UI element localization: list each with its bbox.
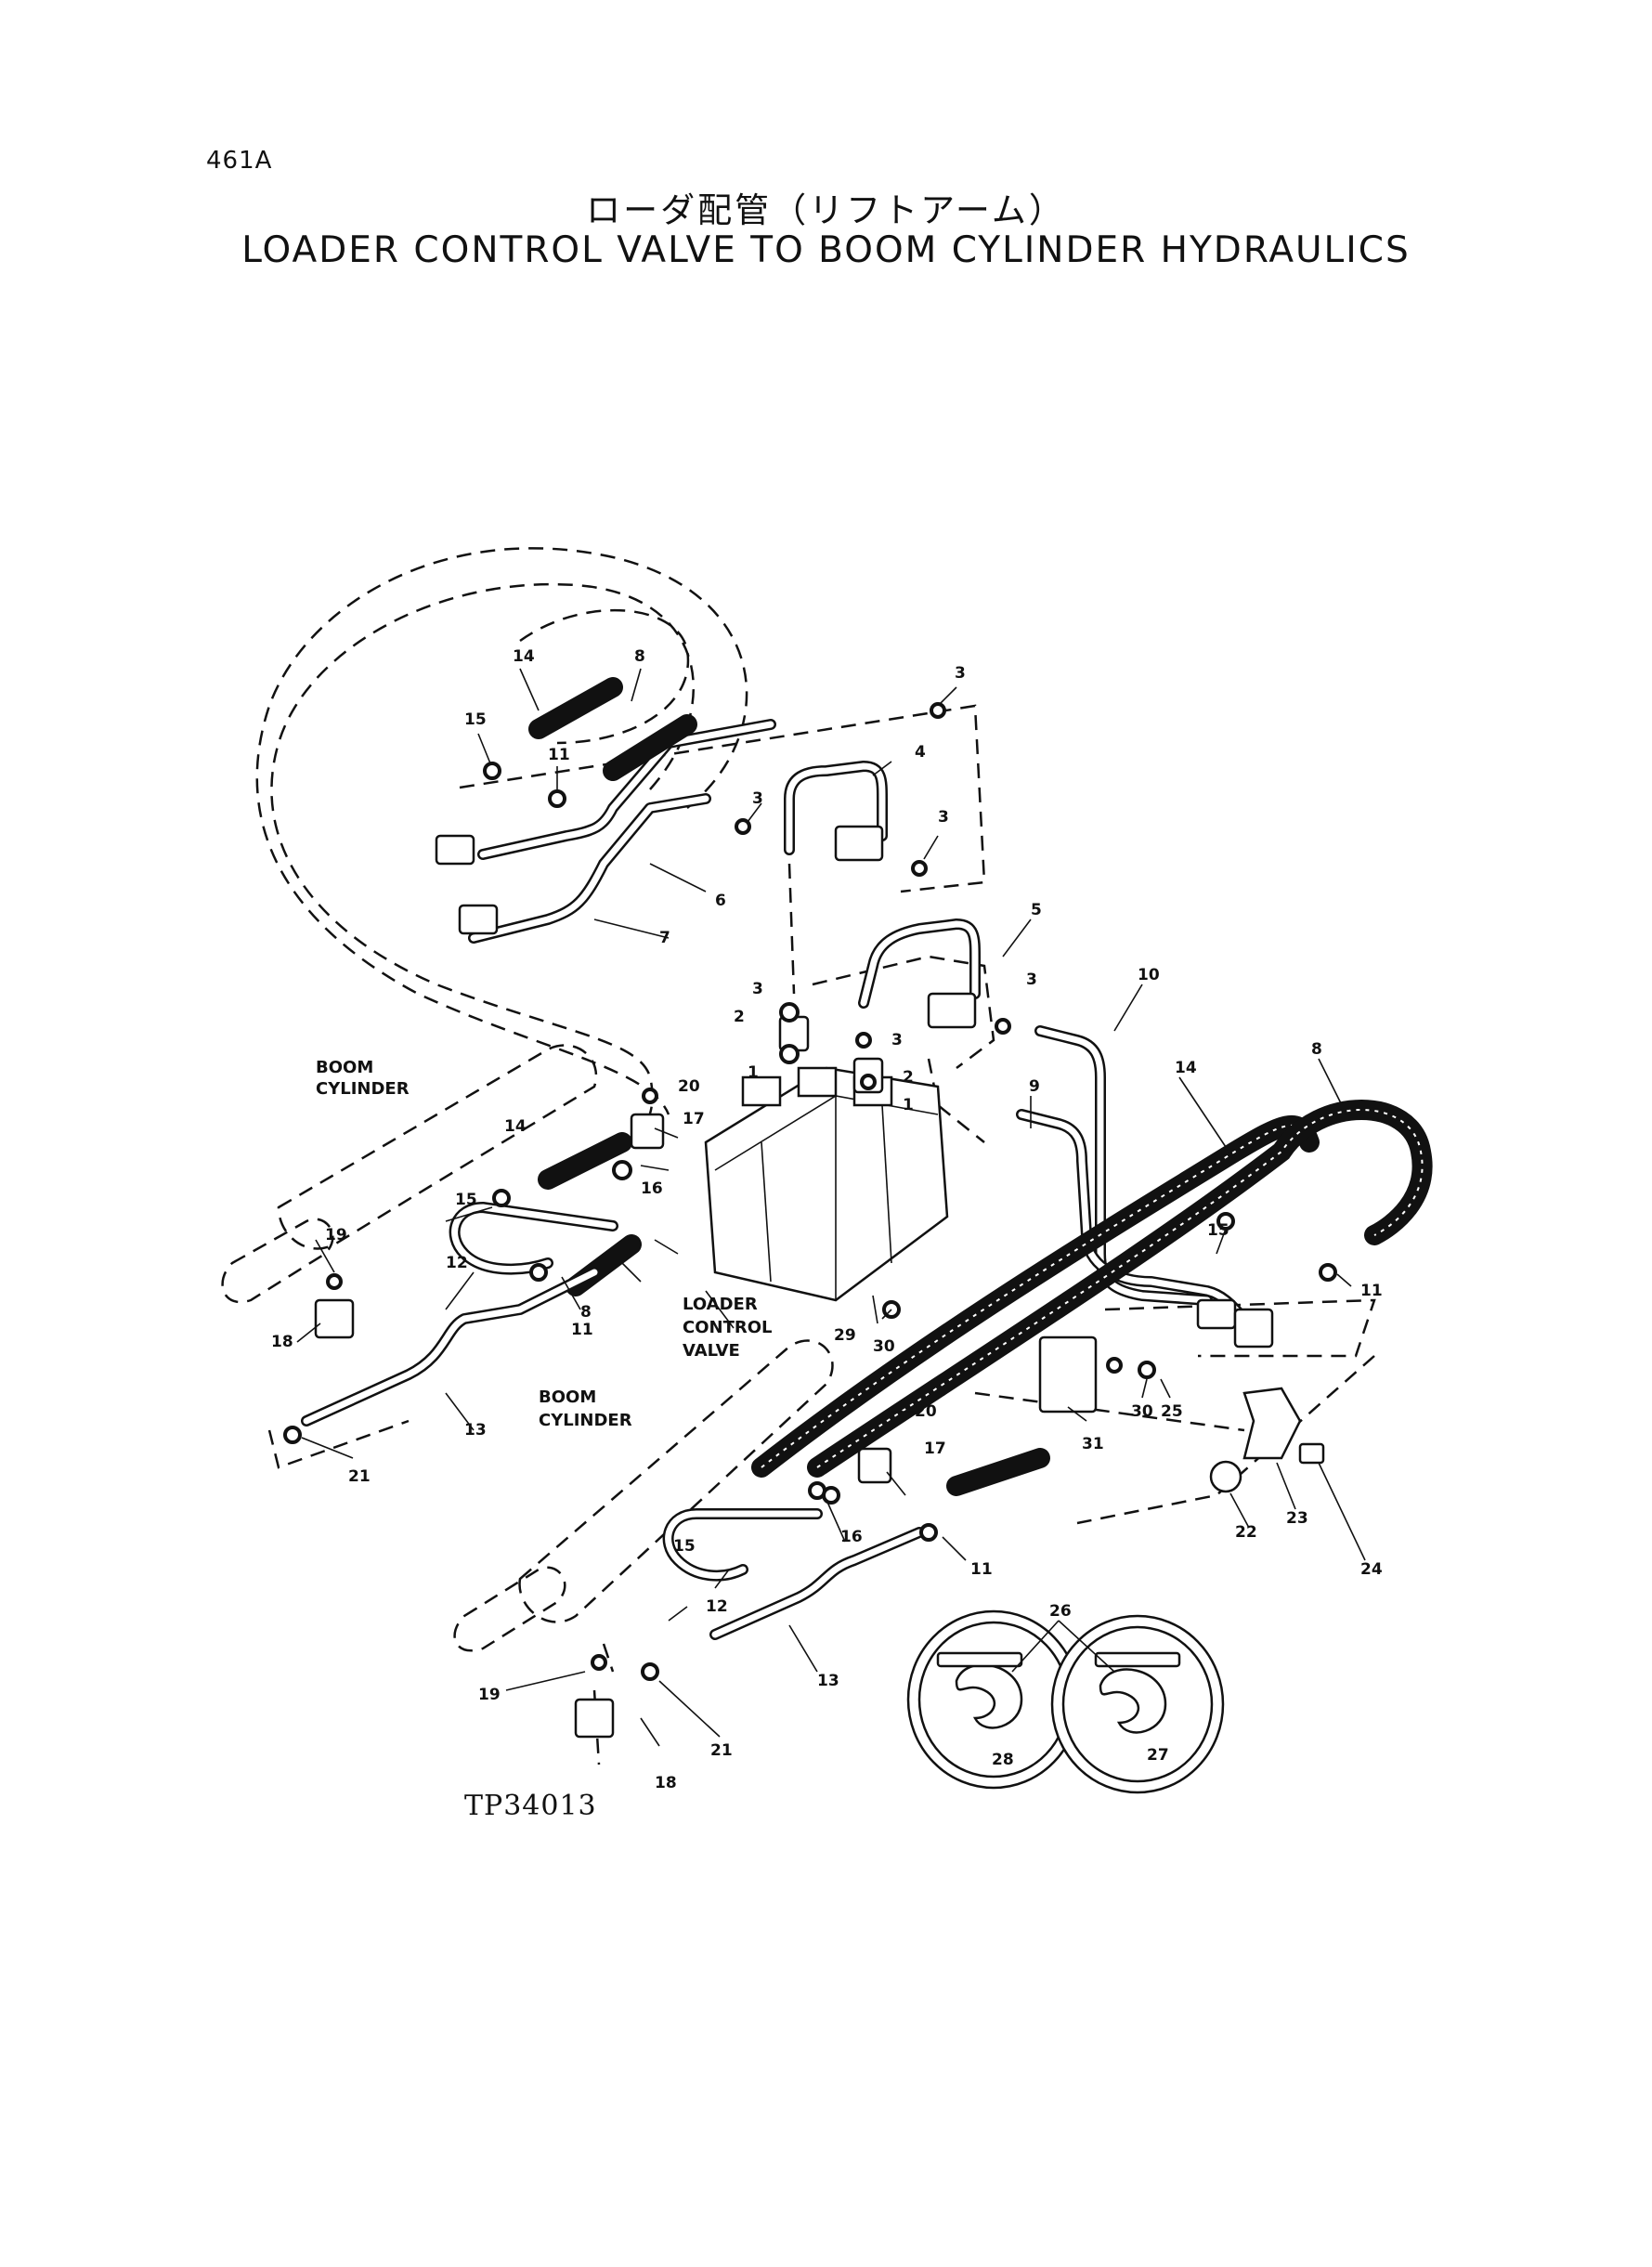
svg-text:30: 30	[873, 1337, 895, 1356]
svg-text:24: 24	[1360, 1560, 1383, 1579]
svg-text:21: 21	[348, 1467, 371, 1486]
svg-text:4: 4	[915, 743, 926, 762]
svg-text:15: 15	[673, 1537, 696, 1556]
svg-text:15: 15	[1207, 1221, 1229, 1240]
loader-control-valve	[704, 1066, 949, 1302]
flexible-hoses	[528, 677, 1433, 1496]
svg-text:28: 28	[992, 1751, 1014, 1769]
svg-text:19: 19	[325, 1226, 347, 1244]
label-boom-cylinder-upper-1: BOOM	[316, 1058, 373, 1077]
svg-text:16: 16	[840, 1528, 863, 1546]
component-labels: BOOM CYLINDER LOADER CONTROL VALVE BOOM …	[316, 1058, 773, 1430]
label-loader-1: LOADER	[683, 1295, 758, 1314]
svg-text:8: 8	[1311, 1040, 1322, 1059]
svg-text:7: 7	[659, 929, 670, 947]
svg-text:31: 31	[1082, 1435, 1104, 1453]
svg-text:6: 6	[715, 892, 726, 910]
svg-text:12: 12	[706, 1597, 728, 1616]
svg-text:2: 2	[903, 1068, 914, 1087]
svg-text:14: 14	[504, 1117, 527, 1136]
svg-text:5: 5	[1031, 901, 1042, 919]
svg-text:26: 26	[1049, 1602, 1072, 1621]
svg-text:3: 3	[891, 1031, 903, 1049]
drawing-code: TP34013	[464, 1790, 597, 1822]
svg-text:29: 29	[834, 1326, 856, 1345]
hose-clamps	[906, 1609, 1225, 1794]
svg-text:18: 18	[655, 1774, 677, 1792]
svg-text:3: 3	[955, 664, 966, 683]
lower-tubes	[301, 1202, 925, 1640]
svg-text:18: 18	[271, 1333, 293, 1351]
label-boom-cylinder-lower-2: CYLINDER	[539, 1411, 632, 1430]
svg-text:16: 16	[641, 1179, 663, 1198]
dashed-zone-lines	[267, 704, 1376, 1765]
title-english: LOADER CONTROL VALVE TO BOOM CYLINDER HY…	[241, 229, 1411, 271]
hose-route-loops	[255, 547, 748, 1153]
label-boom-cylinder-upper-2: CYLINDER	[316, 1079, 410, 1099]
svg-text:30: 30	[1131, 1402, 1153, 1421]
title-japanese: ローダ配管（リフトアーム）	[586, 190, 1066, 230]
svg-text:10: 10	[1138, 966, 1160, 984]
svg-text:3: 3	[1026, 971, 1037, 989]
svg-text:9: 9	[1029, 1077, 1040, 1096]
label-loader-2: CONTROL	[683, 1318, 773, 1337]
svg-text:14: 14	[513, 647, 535, 666]
boom-cylinder-upper	[221, 1044, 598, 1304]
svg-text:3: 3	[752, 789, 763, 808]
svg-text:11: 11	[548, 746, 570, 764]
svg-text:11: 11	[571, 1321, 593, 1339]
svg-text:20: 20	[678, 1077, 700, 1096]
svg-text:25: 25	[1161, 1402, 1183, 1421]
svg-text:19: 19	[478, 1686, 501, 1704]
svg-text:14: 14	[1175, 1059, 1197, 1077]
svg-text:11: 11	[970, 1560, 993, 1579]
svg-text:27: 27	[1147, 1746, 1169, 1765]
fittings-and-rings	[283, 702, 1337, 1739]
svg-text:17: 17	[683, 1110, 705, 1128]
svg-text:8: 8	[580, 1303, 592, 1322]
svg-text:15: 15	[464, 710, 487, 729]
svg-text:17: 17	[924, 1440, 946, 1458]
svg-text:21: 21	[710, 1741, 733, 1760]
svg-text:1: 1	[748, 1063, 759, 1082]
leader-lines	[296, 668, 1366, 1747]
svg-text:13: 13	[817, 1672, 839, 1690]
svg-text:22: 22	[1235, 1523, 1257, 1542]
page-number: 461A	[206, 147, 273, 175]
svg-text:15: 15	[455, 1191, 477, 1209]
svg-text:20: 20	[915, 1402, 937, 1421]
svg-text:2: 2	[734, 1008, 745, 1026]
svg-text:8: 8	[634, 647, 645, 666]
svg-text:12: 12	[446, 1254, 468, 1272]
label-boom-cylinder-lower-1: BOOM	[539, 1388, 596, 1407]
label-loader-3: VALVE	[683, 1341, 740, 1361]
boom-cylinder-lower	[453, 1339, 834, 1652]
svg-text:1: 1	[903, 1096, 914, 1114]
svg-text:23: 23	[1286, 1509, 1308, 1528]
svg-text:11: 11	[1360, 1282, 1383, 1300]
svg-text:3: 3	[752, 980, 763, 998]
svg-text:3: 3	[938, 808, 949, 827]
svg-text:13: 13	[464, 1421, 487, 1440]
